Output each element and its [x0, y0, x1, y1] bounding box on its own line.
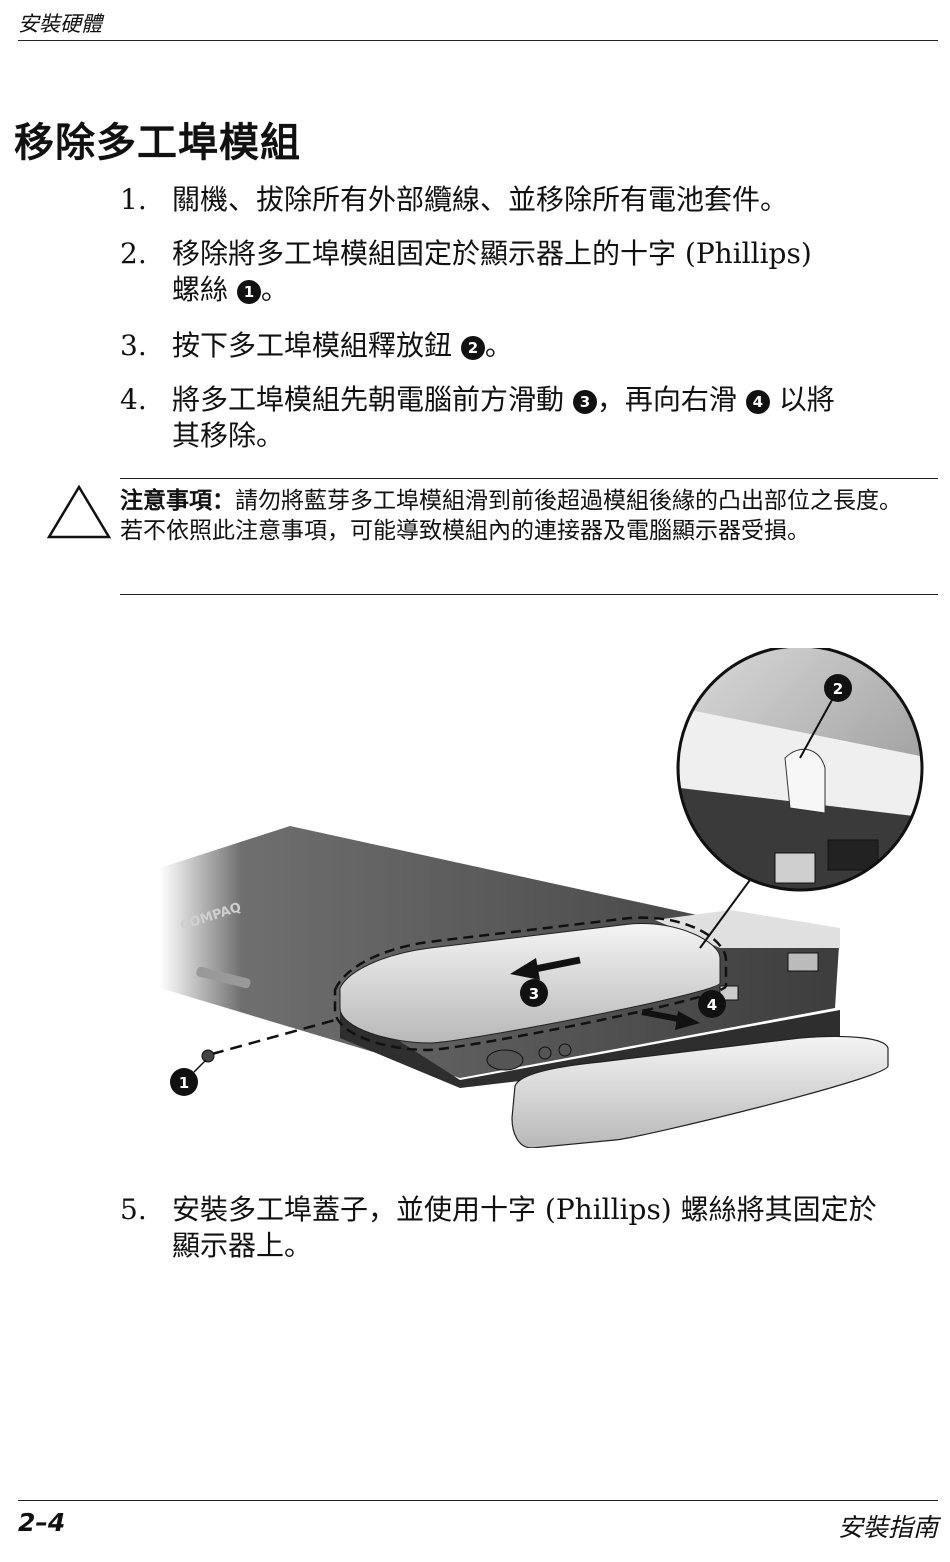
arrow-head [675, 1011, 700, 1030]
step-text-part: 。 [260, 273, 289, 306]
step-number: 3. [120, 329, 147, 362]
page-number: 2–4 [18, 1508, 66, 1537]
callout-1-icon: 1 [170, 1068, 198, 1096]
callout-3-icon: 3 [572, 390, 597, 414]
svg-text:2: 2 [833, 680, 843, 698]
page-title: 移除多工埠模組 [14, 120, 301, 166]
callout-1-icon: 1 [236, 280, 261, 304]
step-text-line: 安裝多工埠蓋子，並使用十字 (Phillips) 螺絲將其固定於 [172, 1193, 877, 1226]
step-text: 將多工埠模組先朝電腦前方滑動 3，再向右滑 4 以將 其移除。 [172, 382, 922, 454]
step-1: 1. 關機、拔除所有外部纜線、並移除所有電池套件。 [120, 182, 920, 218]
step-text-part: 螺絲 [172, 273, 229, 306]
callout-2-icon: 2 [460, 336, 485, 360]
step-text-part: 。 [484, 329, 513, 362]
caution-label: 注意事項： [120, 488, 235, 514]
callout-4-icon: 4 [745, 390, 770, 414]
step-number: 2. [120, 237, 147, 270]
step-text: 安裝多工埠蓋子，並使用十字 (Phillips) 螺絲將其固定於 顯示器上。 [172, 1192, 922, 1264]
step-text: 按下多工埠模組釋放鈕 2。 [172, 328, 922, 364]
screw-icon [201, 1049, 215, 1063]
svg-text:3: 3 [529, 985, 539, 1003]
zoom-circle-outline [676, 648, 924, 892]
svg-text:4: 4 [707, 996, 717, 1014]
port-icon [787, 952, 819, 972]
port-icon [558, 1043, 572, 1057]
multiport-module-removed [511, 1035, 889, 1148]
caution-top-rule [120, 478, 938, 479]
callout-4-icon: 4 [698, 990, 726, 1018]
port-icon [486, 1049, 524, 1071]
caution-body: 請勿將藍芽多工埠模組滑到前後超過模組後緣的凸出部位之長度。若不依照此注意事項，可… [120, 488, 902, 544]
callout-2-leader [799, 699, 833, 759]
step-text: 移除將多工埠模組固定於顯示器上的十字 (Phillips) 螺絲 1。 [172, 236, 922, 308]
header-rule [18, 40, 938, 41]
step-text-part: 將多工埠模組先朝電腦前方滑動 [172, 383, 565, 416]
step-text-part: 以將 [778, 383, 835, 416]
footer-rule [18, 1500, 938, 1501]
step-text-part: 按下多工埠模組釋放鈕 [172, 329, 453, 362]
callout-2-icon: 2 [824, 674, 852, 702]
step-text-line: 移除將多工埠模組固定於顯示器上的十字 (Phillips) [172, 237, 812, 270]
caution-bottom-rule [120, 594, 938, 595]
lid-latch [196, 966, 251, 989]
zoom-leader-line [699, 879, 751, 949]
step-text: 關機、拔除所有外部纜線、並移除所有電池套件。 [172, 183, 789, 216]
module-outline-dashed [333, 916, 728, 1052]
screw-path-dashed [211, 1018, 336, 1056]
step-text-line: 其移除。 [172, 419, 285, 452]
step-number: 1. [120, 183, 147, 216]
callout-1-leader [193, 1059, 207, 1073]
figure-module-removal: COMPAQ 1 2 3 4 [160, 648, 924, 1148]
step-4: 4. 將多工埠模組先朝電腦前方滑動 3，再向右滑 4 以將 其移除。 [120, 382, 920, 454]
running-header: 安裝硬體 [18, 12, 102, 36]
arrow-slide-forward [529, 956, 581, 974]
document-title: 安裝指南 [837, 1513, 938, 1542]
step-number: 5. [120, 1193, 147, 1226]
step-3: 3. 按下多工埠模組釋放鈕 2。 [120, 328, 920, 364]
step-number: 4. [120, 383, 147, 416]
port-icon [538, 1046, 552, 1060]
caution-note: 注意事項：請勿將藍芽多工埠模組滑到前後超過模組後緣的凸出部位之長度。若不依照此注… [120, 486, 910, 546]
svg-text:1: 1 [179, 1074, 189, 1092]
step-text-line: 顯示器上。 [172, 1229, 313, 1262]
step-text-part: ，再向右滑 [596, 383, 737, 416]
arrow-head [510, 958, 540, 980]
caution-triangle-icon [46, 484, 112, 539]
step-2: 2. 移除將多工埠模組固定於顯示器上的十字 (Phillips) 螺絲 1。 [120, 236, 920, 308]
step-5: 5. 安裝多工埠蓋子，並使用十字 (Phillips) 螺絲將其固定於 顯示器上… [120, 1192, 920, 1264]
callout-3-icon: 3 [520, 979, 548, 1007]
